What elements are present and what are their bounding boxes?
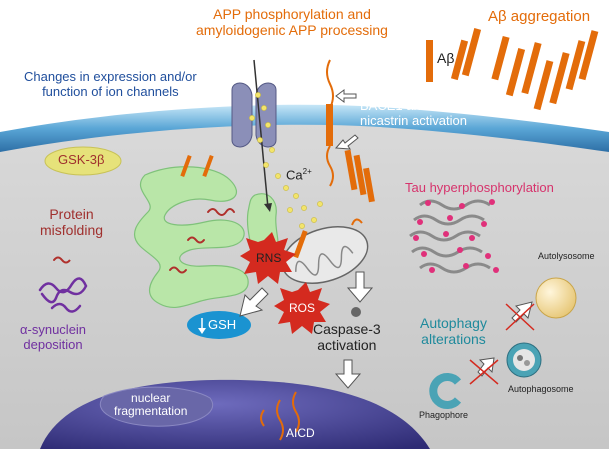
calcium-dots [249,92,323,229]
protein-misfolding-label: Protein misfolding [40,206,104,238]
nuclear-fragment [99,386,213,427]
bace1-arrows [334,89,359,150]
phagophore [429,373,462,409]
calcium-charge: 2+ [302,167,312,176]
calcium-text: Ca [286,167,303,183]
tau-label: Tau hyperphosphorylation [405,180,554,195]
abeta-aggregates [426,28,599,111]
ros-label: ROS [289,301,316,315]
abeta-aggregation-label: Aβ aggregation [488,8,591,25]
aicd-label: AICD [286,426,315,440]
rns-starburst [240,232,296,284]
flow-arrows [239,271,533,389]
blocked-marks [469,303,535,385]
nuclear-fragmentation-label: nuclear fragmentation [114,391,188,419]
tau-fibrils [409,199,491,274]
caspase-sphere [351,307,361,317]
autolysosome-sphere [535,277,577,319]
calcium-label: Ca2+ [286,167,312,183]
autophagy-label: Autophagy alterations [420,315,487,347]
ion-channels-label: Changes in expression and/or function of… [24,69,197,99]
app-phosphorylation-label: APP phosphorylation and amyloidogenic AP… [196,6,388,38]
caspase-label: Caspase-3 activation [313,321,381,353]
autophagosome-label: Autophagosome [508,384,574,394]
autolysosome-label: Autolysosome [538,251,595,261]
synuclein-tangle [38,277,88,313]
abeta-label: Aβ [437,50,455,66]
app-protein [180,59,334,187]
gsh-label: GSH [208,317,237,332]
tau-phospho-dots [413,199,499,273]
bace1-label: BACE1 and nicastrin activation [360,98,467,128]
gsk3b-oval [44,146,122,176]
er-red-squiggles [53,208,235,274]
autophagosome [506,342,542,378]
gsk3b-label: GSK-3β [58,152,105,167]
ros-starburst [274,282,330,334]
phagophore-label: Phagophore [419,410,469,420]
aicd-squiggles [260,391,300,441]
ion-channel [231,59,277,212]
synuclein-label: α-synuclein deposition [20,322,87,352]
rns-label: RNS [256,251,282,265]
abeta-cleaved [344,149,375,203]
plasma-membrane [0,104,609,152]
